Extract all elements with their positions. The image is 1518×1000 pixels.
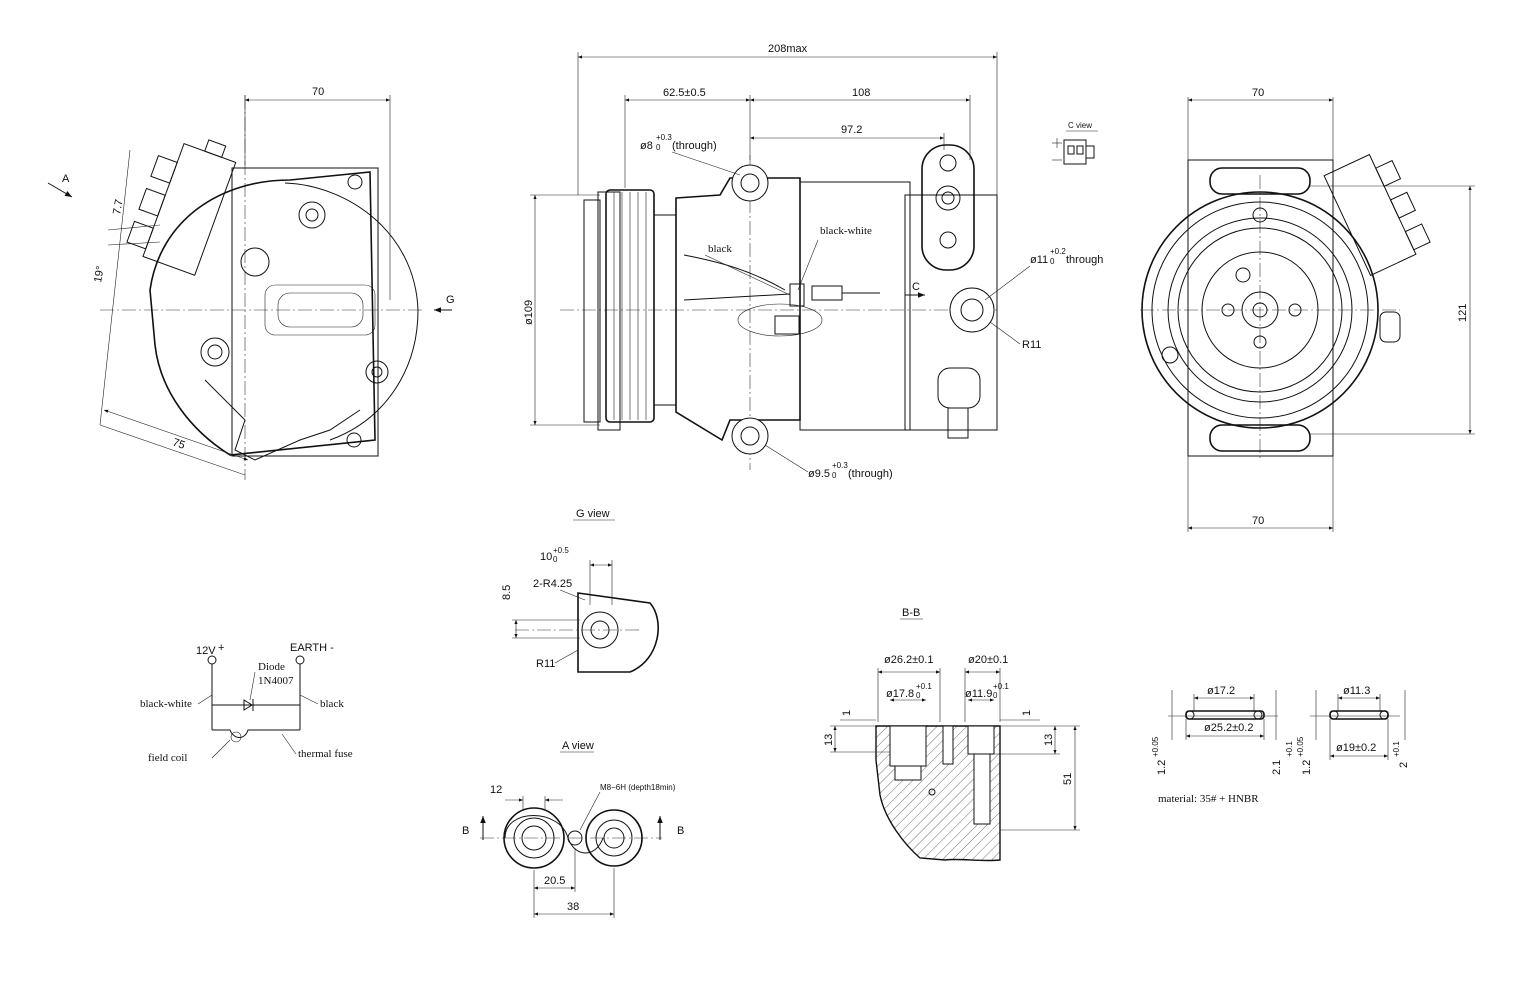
- svg-text:+0.3: +0.3: [656, 133, 672, 142]
- dim-97-2: 97.2: [841, 124, 862, 136]
- oring-dim-1-2b: 1.2: [1301, 760, 1313, 775]
- svg-text:+0.2: +0.2: [1050, 247, 1066, 256]
- dim-121: 121: [1457, 304, 1469, 322]
- hole-phi9-5: ø9.5: [808, 468, 830, 480]
- bb-dim-51: 51: [1062, 773, 1074, 785]
- circuit-12v: 12V: [196, 645, 216, 657]
- svg-text:+0.05: +0.05: [1296, 736, 1305, 757]
- a-section-b-left: B: [462, 825, 469, 837]
- dim-7-7: 7.7: [111, 198, 125, 215]
- svg-text:0: 0: [553, 555, 558, 564]
- dim-left-70: 70: [312, 86, 324, 98]
- svg-text:+0.05: +0.05: [1151, 736, 1160, 757]
- circuit-black: black: [320, 698, 344, 710]
- view-arrow-g: G: [446, 294, 455, 306]
- hole-phi11: ø11: [1030, 254, 1048, 266]
- bb-dim-1-left: 1: [841, 710, 853, 716]
- svg-text:(through): (through): [848, 468, 893, 480]
- dim-r11-side: R11: [1022, 339, 1041, 351]
- oring-dim-25-2: ø25.2±0.2: [1204, 722, 1253, 734]
- dim-right-70-top: 70: [1252, 87, 1264, 99]
- dim-208max: 208max: [768, 43, 808, 55]
- circuit-field-coil: field coil: [148, 752, 187, 764]
- svg-text:0: 0: [1050, 257, 1055, 266]
- dim-19deg: 19°: [92, 265, 107, 283]
- bb-dim-11-9: ø11.9: [965, 688, 992, 700]
- a-section-b-right: B: [677, 825, 684, 837]
- oring-dim-2: 2: [1398, 762, 1410, 768]
- oring-dim-17-2: ø17.2: [1207, 685, 1235, 697]
- hole-phi8: ø8: [640, 140, 653, 152]
- svg-text:(through): (through): [672, 140, 717, 152]
- oring-dim-1-2a: 1.2: [1156, 760, 1168, 775]
- circuit-plus: +: [218, 642, 224, 654]
- oring-dim-2-1: 2.1: [1271, 760, 1283, 775]
- bb-dim-20: ø20±0.1: [968, 654, 1008, 666]
- wire-label-black: black: [708, 243, 732, 255]
- wire-label-black-white: black-white: [820, 225, 872, 237]
- circuit-earth: EARTH -: [290, 642, 334, 654]
- a-dim-38: 38: [567, 901, 579, 913]
- bb-dim-13-right: 13: [1043, 734, 1055, 746]
- dim-right-70-bottom: 70: [1252, 515, 1264, 527]
- wiring-circuit: 12V + EARTH - Diode 1N4007 black-white b…: [140, 642, 353, 764]
- svg-text:+0.1: +0.1: [916, 682, 932, 691]
- g-dim-r11: R11: [536, 658, 555, 670]
- bb-title: B-B: [902, 607, 920, 619]
- bb-dim-26-2: ø26.2±0.1: [884, 654, 933, 666]
- g-view-title: G view: [576, 508, 610, 520]
- a-view-title: A view: [562, 740, 594, 752]
- svg-text:+0.1: +0.1: [1285, 741, 1294, 757]
- a-dim-m8: M8−6H (depth18min): [600, 783, 676, 792]
- g-dim-10: 10: [540, 551, 552, 563]
- g-dim-2-r4-25: 2-R4.25: [533, 578, 572, 590]
- svg-text:0: 0: [832, 471, 837, 480]
- circuit-diode-model: 1N4007: [258, 675, 294, 687]
- bb-dim-17-8: ø17.8: [886, 688, 914, 700]
- material-note: material: 35# + HNBR: [1158, 793, 1259, 805]
- c-view-title: C view: [1068, 121, 1092, 130]
- dim-75: 75: [171, 436, 186, 451]
- svg-text:through: through: [1066, 254, 1103, 266]
- dim-62-5: 62.5±0.5: [663, 87, 706, 99]
- a-dim-20-5: 20.5: [544, 875, 565, 887]
- c-view-marker: C: [912, 281, 920, 293]
- dim-phi109: ø109: [523, 300, 535, 325]
- svg-text:0: 0: [656, 143, 661, 152]
- c-view: C view: [1052, 121, 1098, 165]
- circuit-thermal-fuse: thermal fuse: [298, 748, 353, 760]
- b-b-section: B-B ø26.2±0.1 ø20±0.1 ø17.8 +0.1 0 ø11.9…: [823, 607, 1080, 862]
- svg-text:0: 0: [993, 691, 998, 700]
- side-view: black black-white C 208max 62.5±0.5 108 …: [523, 43, 1103, 480]
- oring-dim-11-3: ø11.3: [1343, 685, 1370, 697]
- oring-dim-19: ø19±0.2: [1336, 742, 1376, 754]
- svg-text:+0.1: +0.1: [993, 682, 1009, 691]
- svg-text:+0.5: +0.5: [553, 546, 569, 555]
- svg-text:+0.1: +0.1: [1392, 741, 1401, 757]
- a-view: A view B B 12 M8−6H (depth18min) 20.5 38: [462, 740, 684, 918]
- dim-108: 108: [852, 87, 870, 99]
- svg-text:0: 0: [916, 691, 921, 700]
- g-view: G view 10 +0.5 0 8.5 2-R4.25 R11: [501, 508, 659, 673]
- view-arrow-a: A: [62, 173, 70, 185]
- o-rings: ø17.2 ø25.2±0.2 1.2 +0.05 2.1 +0.1 ø11.3…: [1151, 685, 1410, 805]
- bb-dim-13-left: 13: [823, 734, 835, 746]
- left-end-view: 70 A G 75 7.7 19°: [47, 86, 455, 480]
- svg-text:+0.3: +0.3: [832, 461, 848, 470]
- circuit-black-white: black-white: [140, 698, 192, 710]
- front-view: 70 70 121: [1140, 87, 1475, 532]
- a-dim-12: 12: [490, 784, 502, 796]
- circuit-diode: Diode: [258, 661, 285, 673]
- bb-dim-1-right: 1: [1021, 710, 1033, 716]
- g-dim-8-5: 8.5: [501, 585, 513, 600]
